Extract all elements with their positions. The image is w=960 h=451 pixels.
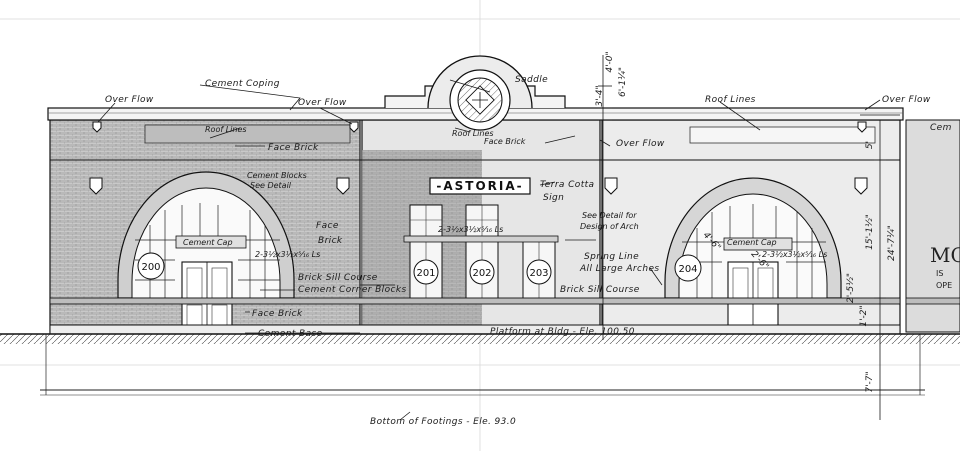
right-edge-text: MC IS OPE — [930, 243, 960, 290]
roof-panel-right — [689, 126, 876, 144]
edge-text-line1: IS — [936, 269, 943, 278]
dim-d5: 15'-1½" — [865, 214, 875, 250]
dim-d8: 1'-2" — [859, 305, 869, 326]
note-brick-word: Brick — [318, 236, 343, 246]
note-face-brick-left: Face Brick — [268, 143, 319, 153]
note-design-of-arch: Design of Arch — [580, 222, 639, 231]
note-roof-lines-left: Roof Lines — [205, 125, 247, 134]
note-lintel-left: 2-3½x3½x⁵⁄₁₆ Ls — [255, 250, 320, 259]
note-spring-line: Spring Line — [584, 252, 639, 262]
note-over-flow-mid: Over Flow — [298, 98, 347, 108]
note-sign-word: Sign — [543, 193, 564, 203]
dim-d1: 4'-0" — [605, 51, 615, 72]
note-brick-sill-right: Brick Sill Course — [560, 285, 640, 295]
dim-d7: 2'-5½" — [846, 273, 856, 303]
note-cement-blocks: Cement Blocks — [247, 171, 307, 180]
note-platform: Platform at Bldg - Ele. 100.50 — [490, 327, 635, 337]
note-face-mid: Face — [316, 221, 339, 231]
note-over-flow-right: Over Flow — [882, 95, 931, 105]
note-cement-cap-left: Cement Cap — [183, 238, 233, 247]
note-face-brick-center: Face Brick — [484, 137, 526, 146]
note-see-detail-for: See Detail for — [582, 211, 637, 220]
edge-text-big: MC — [930, 243, 960, 267]
note-roof-lines-right: Roof Lines — [705, 95, 756, 105]
note-bottom-of-footings: Bottom of Footings - Ele. 93.0 — [370, 417, 516, 427]
saddle-rosette — [427, 55, 533, 131]
note-saddle: Saddle — [515, 75, 548, 85]
ground — [0, 333, 960, 396]
room-201: 201 — [416, 268, 435, 279]
room-200: 200 — [141, 262, 160, 273]
note-lintel-right: 2-3½x3½x⁵⁄₁₆ Ls — [762, 250, 827, 259]
dim-d4: 5' — [865, 141, 875, 149]
dimension-lines — [598, 55, 900, 420]
note-lintel-center: 2-3½x3½x⁵⁄₁₆ Ls — [438, 225, 503, 234]
room-202: 202 — [472, 268, 491, 279]
room-203: 203 — [529, 268, 548, 279]
terra-cotta-sign — [429, 177, 531, 195]
dim-d2: 3'-4" — [595, 85, 605, 106]
dim-d6: 24'-7¼" — [887, 225, 897, 261]
arch-window-right — [664, 177, 842, 333]
note-over-flow-center: Over Flow — [616, 139, 665, 149]
note-roof-lines-center: Roof Lines — [452, 129, 494, 138]
station-sign: -ASTORIA- — [436, 179, 523, 193]
note-cement-coping: Cement Coping — [205, 79, 280, 89]
roof-panel-left — [144, 124, 351, 144]
note-cement-corner-blocks: Cement Corner Blocks — [298, 285, 407, 295]
note-see-detail: See Detail — [250, 181, 292, 190]
dim-d3: 6'-1¼" — [618, 67, 628, 97]
room-204: 204 — [678, 264, 697, 275]
note-terra-cotta: Terra Cotta — [540, 180, 594, 190]
note-face-brick-low: Face Brick — [252, 309, 303, 319]
note-brick-sill-left: Brick Sill Course — [298, 273, 378, 283]
note-over-flow-left: Over Flow — [105, 95, 154, 105]
note-cement-cap-right: Cement Cap — [727, 238, 777, 247]
annotations: Over Flow Cement Coping Over Flow Roof L… — [105, 75, 952, 427]
note-all-large-arches: All Large Arches — [579, 264, 660, 274]
edge-text-line2: OPE — [936, 281, 952, 290]
wall-far-right — [905, 119, 960, 333]
shield-ornaments — [89, 121, 868, 195]
note-cement-right-edge: Cem — [930, 123, 952, 133]
leader-lines — [97, 79, 881, 421]
dim-d9: 7'-7" — [865, 371, 875, 392]
room-tags: 200 201 202 203 204 — [137, 252, 702, 285]
note-cement-base: Cement Base — [258, 329, 323, 339]
